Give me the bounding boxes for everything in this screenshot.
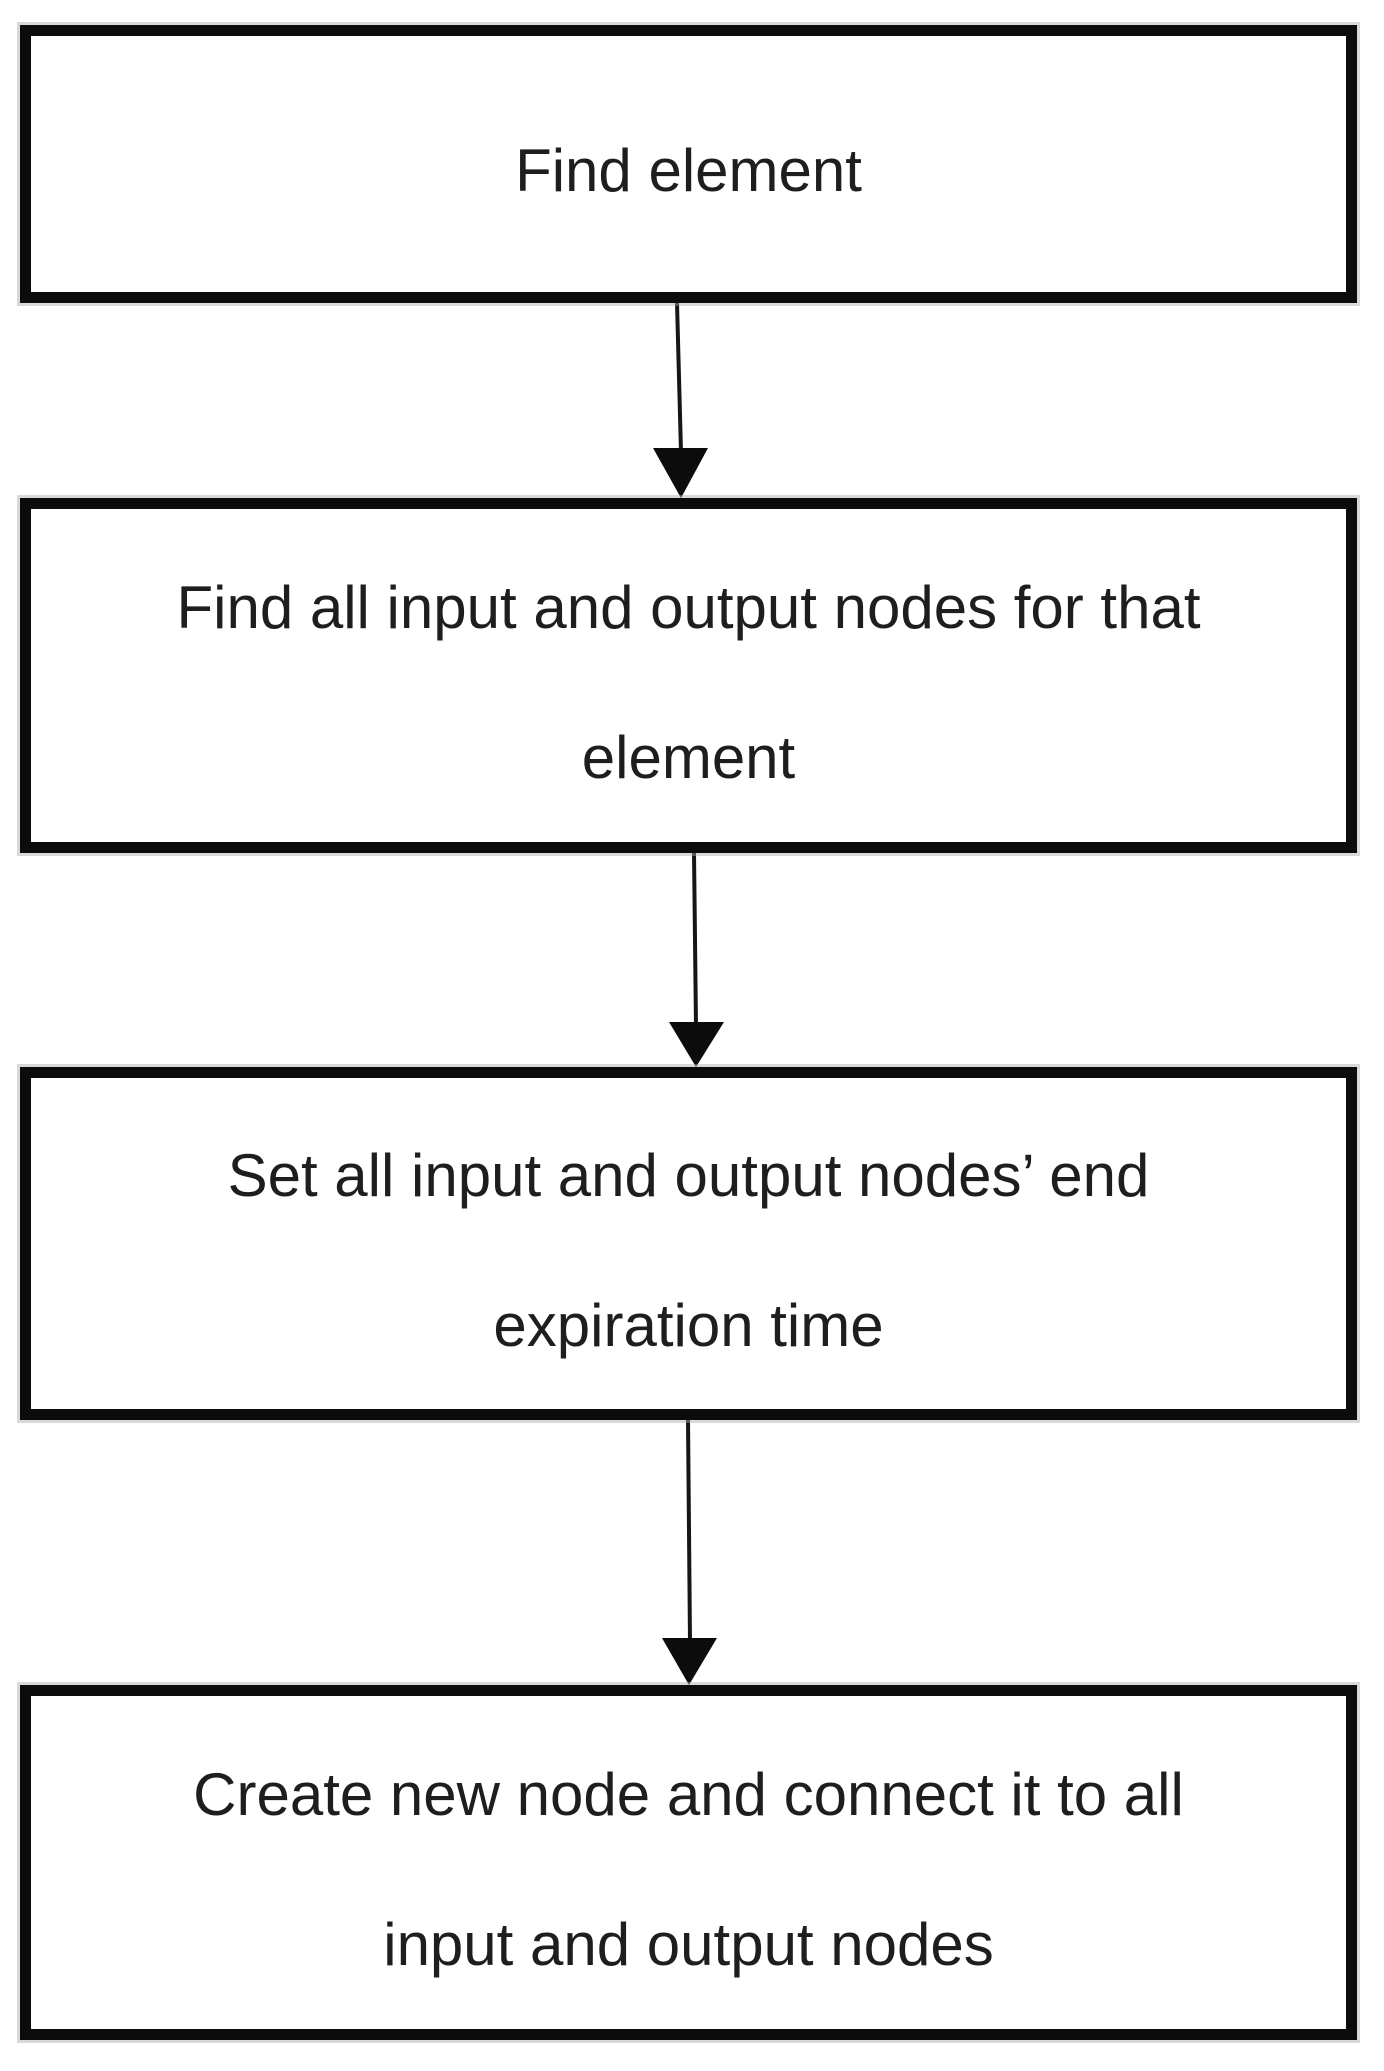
flow-node-create-new-node: Create new node and connect it to all in… [20, 1685, 1357, 2040]
node-label-line: expiration time [493, 1291, 884, 1359]
node-label-line: Create new node and connect it to all [193, 1760, 1184, 1828]
node-label-line: input and output nodes [383, 1910, 994, 1978]
connector-arrow-2 [669, 852, 724, 1067]
flow-node-find-element: Find element [20, 25, 1357, 303]
flow-node-set-expiration-time: Set all input and output nodes’ end expi… [20, 1067, 1357, 1420]
connector-arrow-3 [662, 1419, 717, 1685]
node-label-line: Set all input and output nodes’ end [227, 1141, 1150, 1209]
node-label-line: element [581, 723, 796, 791]
node-label-line: Find element [515, 137, 862, 204]
node-label-line: Find all input and output nodes for that [176, 573, 1201, 641]
connector-arrow-1 [653, 302, 708, 498]
flow-node-find-io-nodes: Find all input and output nodes for that… [20, 498, 1357, 853]
